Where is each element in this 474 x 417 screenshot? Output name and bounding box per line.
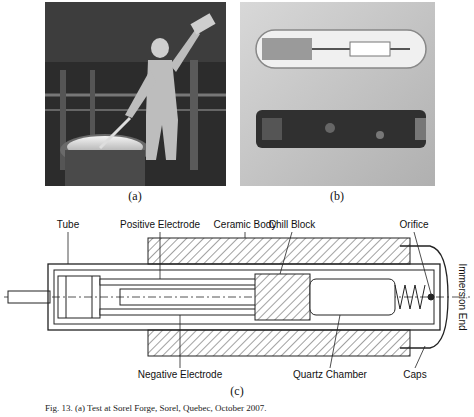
sub-label: (a) [128, 190, 141, 202]
part-name: Ceramic Body [214, 219, 277, 231]
test-photo [45, 2, 226, 186]
part-name: Chill Block [269, 219, 316, 231]
part-name: Caps [403, 369, 426, 381]
leader-lines [68, 232, 431, 368]
figure-caption: Fig. 13. (a) Test at Sorel Forge, Sorel,… [45, 403, 267, 414]
part-name: Quartz Chamber [293, 369, 367, 381]
part-name: Negative Electrode [138, 369, 223, 381]
part-name: Orifice [400, 219, 429, 231]
sub-label: (b) [330, 190, 344, 202]
part-name: Tube [57, 219, 79, 231]
probe-section [4, 238, 470, 356]
part-name: Immersion End [456, 263, 468, 330]
part-name: Positive Electrode [120, 219, 200, 231]
sub-label: (c) [230, 385, 243, 397]
probe-photo [240, 2, 435, 186]
